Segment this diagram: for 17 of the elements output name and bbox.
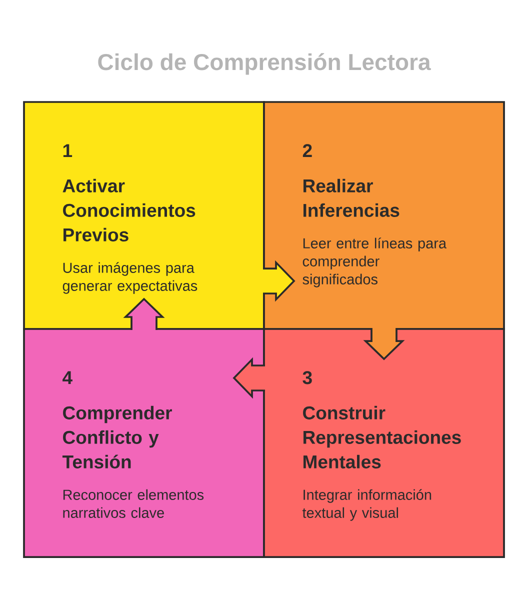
step-description: Integrar información textual y visual [302, 489, 432, 521]
step-title: Comprender Conflicto y Tensión [62, 406, 172, 468]
step-title: Construir Representaciones Mentales [303, 406, 461, 468]
step-description: Reconocer elementos narrativos clave [63, 489, 204, 518]
step-description: Leer entre líneas para comprender significados [302, 238, 446, 288]
title: Ciclo de Comprensión Lectora [98, 53, 431, 75]
step-title: Activar Conocimientos Previos [62, 178, 196, 242]
step-description: Usar imágenes para generar expectativas [62, 262, 198, 294]
step-number: 4 [62, 371, 72, 384]
step-number: 1 [63, 144, 72, 157]
block-arrow [262, 260, 296, 302]
step-number: 3 [302, 371, 312, 384]
block-arrow [123, 298, 165, 331]
block-arrow [363, 327, 405, 360]
step-title: Realizar Inferencias [304, 178, 400, 217]
step-number: 2 [302, 144, 312, 157]
block-arrow [232, 357, 266, 399]
